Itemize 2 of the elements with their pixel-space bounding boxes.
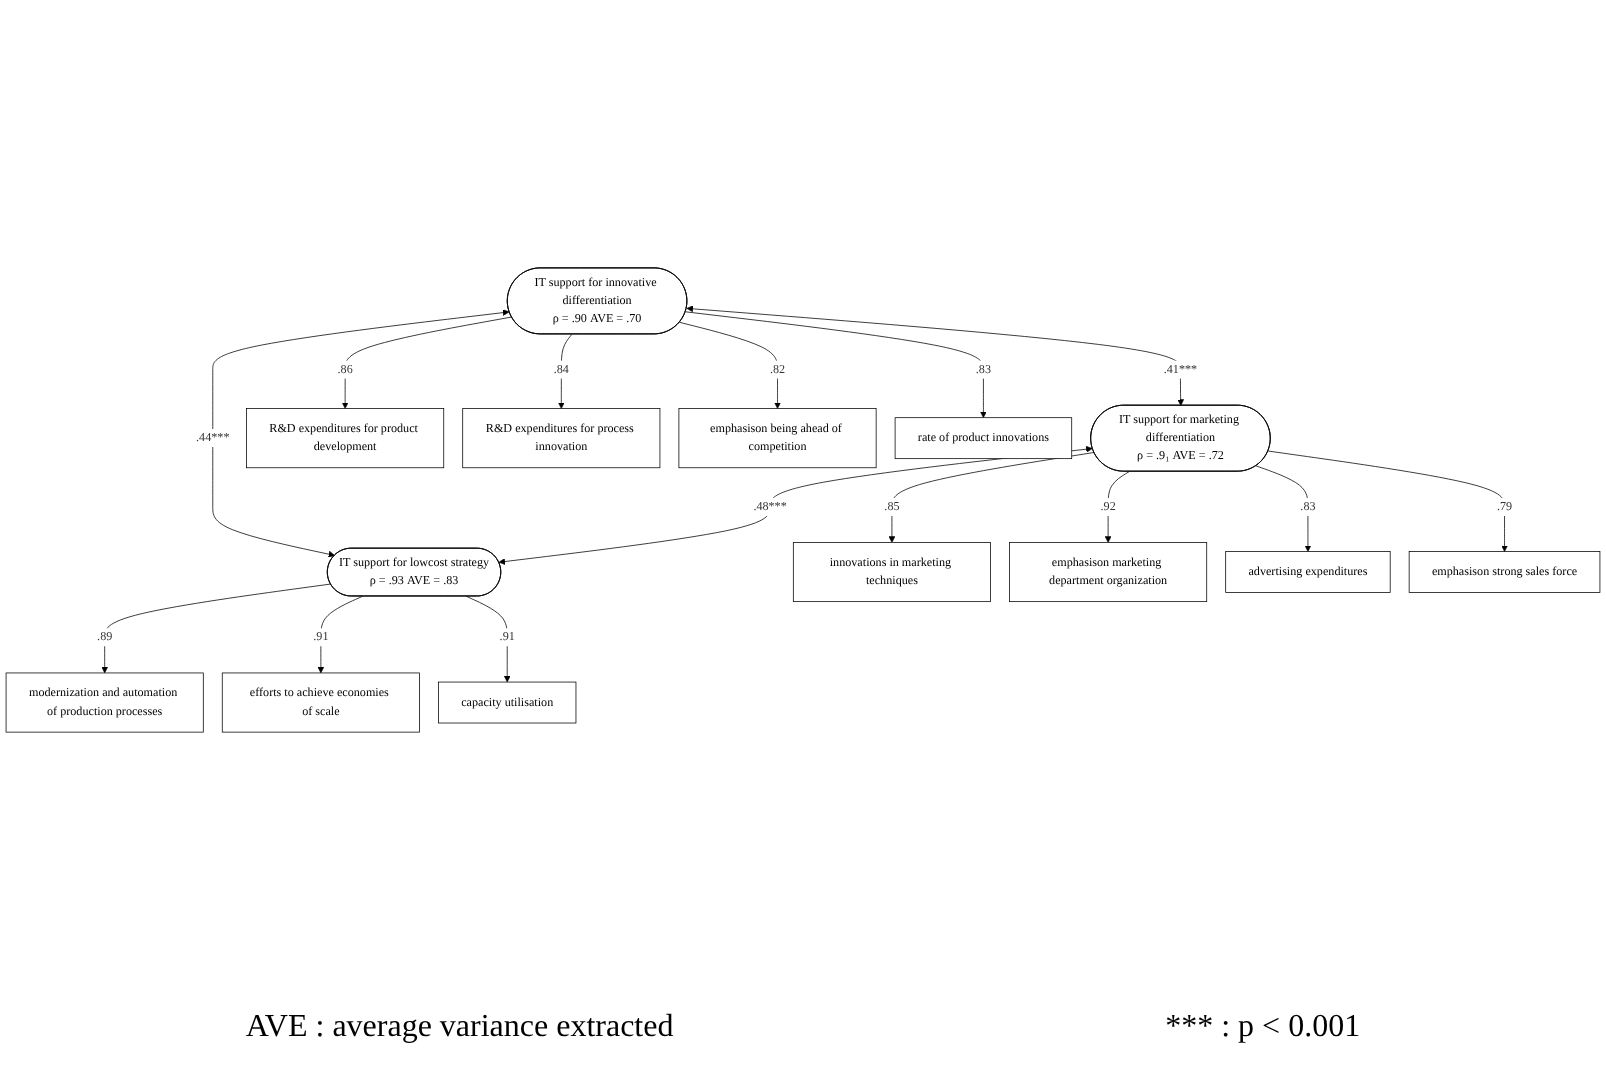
note-text: *** : p < 0.001 [1165,1010,1361,1046]
note-text: AVE : average variance extracted [245,1010,674,1046]
